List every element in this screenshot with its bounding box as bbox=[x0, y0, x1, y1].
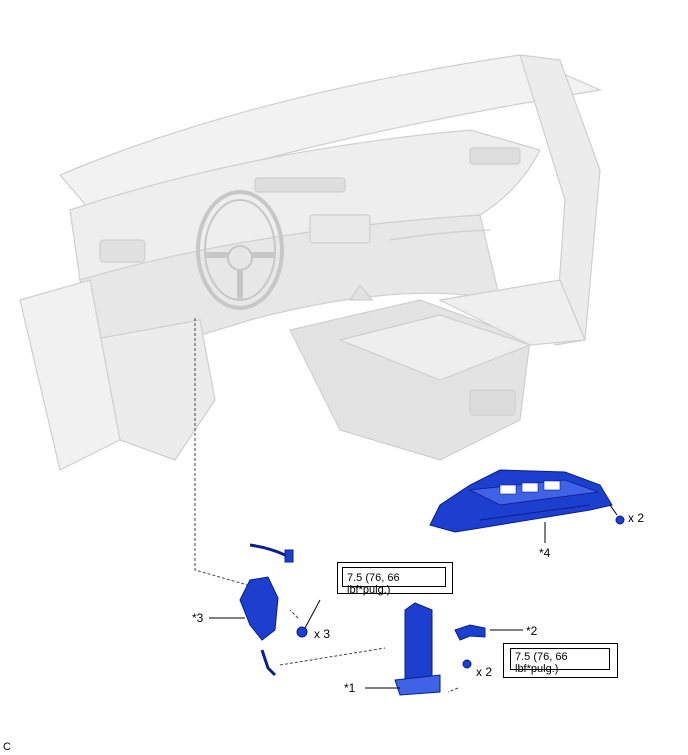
nut-icon bbox=[296, 599, 321, 638]
callout-part1: *1 bbox=[344, 681, 356, 695]
torque-box-sensor: 7.5 (76, 66 lbf*pulg.) bbox=[337, 562, 453, 596]
part3-harness bbox=[249, 543, 286, 677]
callout-leaders bbox=[209, 522, 546, 689]
leader-dashed-lines bbox=[194, 318, 459, 693]
figure-code: C bbox=[3, 741, 11, 753]
callout-part3: *3 bbox=[192, 611, 204, 625]
bolt-icon bbox=[462, 659, 472, 669]
part1-accelerator-pedal bbox=[394, 602, 441, 696]
screw-icon bbox=[609, 504, 625, 525]
qty-nuts-sensor: x 3 bbox=[314, 627, 331, 641]
part3-sensor bbox=[239, 549, 294, 641]
part2-connector bbox=[454, 624, 486, 641]
part4-lower-cover bbox=[429, 469, 613, 533]
callout-part2: *2 bbox=[526, 624, 538, 638]
qty-bolts-pedal: x 2 bbox=[476, 665, 493, 679]
torque-value-sensor: 7.5 (76, 66 lbf*pulg.) bbox=[342, 567, 446, 596]
torque-value-pedal: 7.5 (76, 66 lbf*pulg.) bbox=[510, 648, 610, 675]
torque-box-pedal: 7.5 (76, 66 lbf*pulg.) bbox=[503, 643, 618, 678]
vehicle-interior bbox=[19, 54, 603, 471]
steering-wheel bbox=[196, 190, 284, 310]
callout-part4: *4 bbox=[539, 546, 551, 560]
qty-screws-cover: x 2 bbox=[628, 511, 645, 525]
